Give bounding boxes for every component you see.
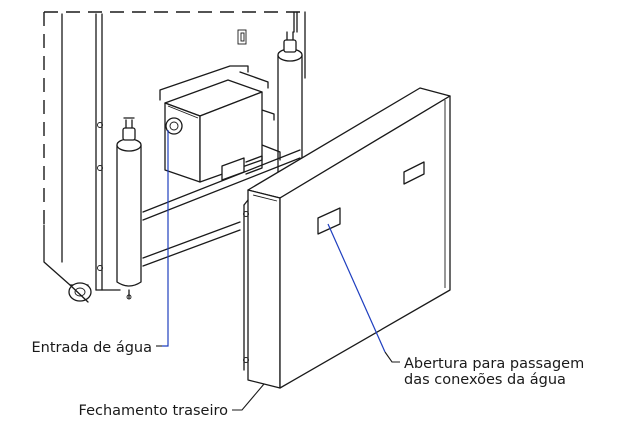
label-opening-line1: Abertura para passagem: [404, 356, 584, 372]
leader-lines: [156, 130, 400, 411]
rear-cover-panel: [243, 87, 451, 389]
support-rails: [142, 149, 301, 267]
label-water-inlet: Entrada de água: [32, 340, 152, 356]
left-pipe: [116, 117, 142, 300]
junction-box: [159, 65, 281, 183]
caster-wheel: [68, 282, 92, 303]
rear-cover-leader: [232, 383, 265, 411]
label-rear-cover: Fechamento traseiro: [79, 403, 229, 419]
cabinet-body: [43, 11, 306, 291]
opening-leader: [327, 223, 386, 353]
water-inlet-leader: [162, 130, 169, 347]
label-opening-line2: das conexões da água: [404, 372, 566, 388]
